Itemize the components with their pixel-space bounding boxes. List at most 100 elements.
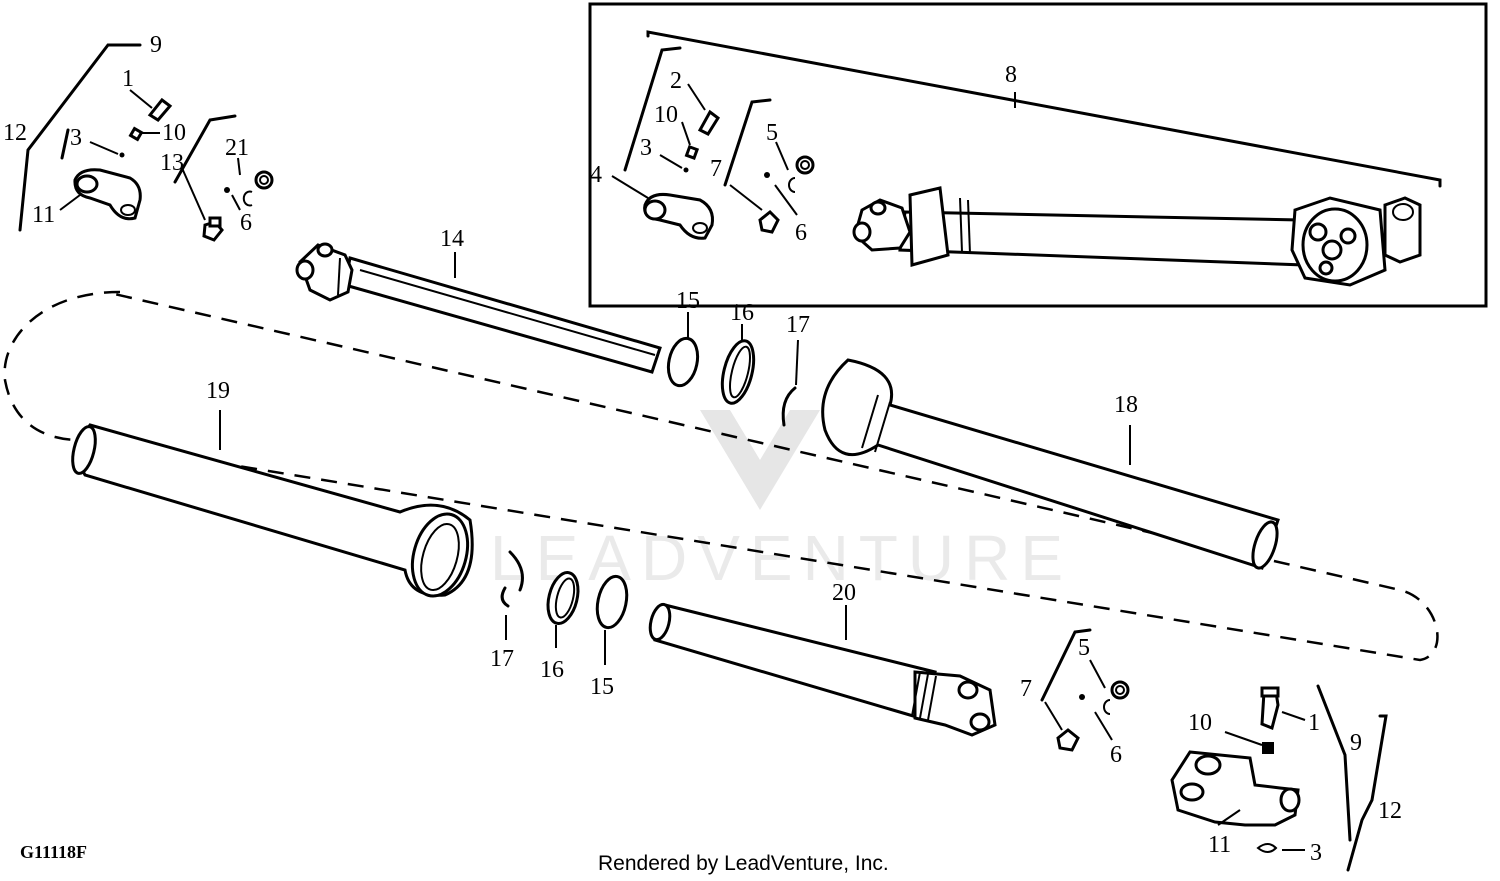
leader-21-top xyxy=(237,157,241,176)
bearing-cup-5-bottom xyxy=(1110,680,1130,700)
callout-13-top: 13 xyxy=(160,150,184,176)
bearing-cup-5-box xyxy=(795,155,815,175)
grease-fitting-1-bottom xyxy=(1260,686,1280,731)
driveline-assembly-8 xyxy=(852,186,1422,287)
leader-10-bottom xyxy=(1224,731,1263,746)
callout-18: 18 xyxy=(1114,392,1138,418)
callout-6-bottom: 6 xyxy=(1110,742,1122,768)
callout-6-box: 6 xyxy=(795,220,807,246)
ring-15-lower xyxy=(595,574,629,630)
callout-7-bottom: 7 xyxy=(1020,676,1032,702)
callout-17-lower: 17 xyxy=(490,646,514,672)
callout-4-box: 4 xyxy=(590,162,602,188)
bearing-16-lower xyxy=(546,571,580,625)
callout-7-box: 7 xyxy=(710,156,722,182)
snap-ring-c-bottom xyxy=(1103,699,1111,715)
leader-11-top xyxy=(59,194,81,211)
pin-3-box xyxy=(683,167,689,173)
pin-6-bottom xyxy=(1079,694,1085,700)
cross-bearing-top xyxy=(202,216,224,242)
bracket-8 xyxy=(646,30,1442,188)
yoke-4-box xyxy=(643,193,714,240)
callout-12-bottom: 12 xyxy=(1378,798,1402,824)
bearing-16-upper xyxy=(720,339,756,405)
bracket-9-bottom xyxy=(1316,684,1352,842)
callout-5-bottom: 5 xyxy=(1078,635,1090,661)
leader-7-bottom xyxy=(1044,701,1063,731)
spring-10-top xyxy=(128,126,144,142)
bracket-7-bottom xyxy=(1040,628,1092,702)
pin-6-top xyxy=(224,187,230,193)
callout-1-top: 1 xyxy=(122,66,134,92)
shield-phantom-outline xyxy=(3,290,1439,662)
leader-3-box xyxy=(659,154,683,169)
bracket-12-top xyxy=(18,43,142,232)
leader-5-box xyxy=(775,141,789,171)
callout-21-top: 21 xyxy=(225,135,249,161)
leader-10-box xyxy=(681,121,691,146)
leader-7-box xyxy=(729,184,763,211)
shield-cone-19 xyxy=(71,423,474,598)
leader-5-bottom xyxy=(1089,659,1106,689)
callout-15-upper: 15 xyxy=(676,288,700,314)
callout-5-box: 5 xyxy=(766,120,778,146)
figure-code: G11118F xyxy=(20,842,87,862)
bearing-cup-21-top xyxy=(254,170,274,190)
snap-ring-c-top xyxy=(242,190,253,207)
pin-3-top xyxy=(119,152,125,158)
bracket-4-box xyxy=(623,46,682,172)
callout-11-top: 11 xyxy=(32,202,55,228)
callout-12-top: 12 xyxy=(3,120,27,146)
inner-tube-20 xyxy=(648,602,997,737)
spring-10-bottom xyxy=(1262,742,1274,754)
leader-4-box xyxy=(611,175,649,199)
callout-11-bottom: 11 xyxy=(1208,832,1231,858)
assembly-8-box xyxy=(588,2,1488,308)
cross-bearing-bottom xyxy=(1056,728,1080,752)
leader-6-box xyxy=(774,184,798,216)
callout-3-box: 3 xyxy=(640,135,652,161)
callout-15-lower: 15 xyxy=(590,674,614,700)
snap-clip-3-bottom xyxy=(1256,843,1278,853)
spring-10-box xyxy=(684,144,700,160)
snap-ring-17-lower xyxy=(500,550,524,608)
callout-17-upper: 17 xyxy=(786,312,810,338)
leader-3-top xyxy=(89,141,119,155)
pin-6-box xyxy=(764,172,770,178)
bracket-13-top xyxy=(173,114,237,184)
grease-fitting-2-box xyxy=(697,109,721,136)
yoke-11-top xyxy=(73,168,142,221)
callout-9-top: 9 xyxy=(150,32,162,58)
callout-6-top: 6 xyxy=(240,210,252,236)
callout-1-bottom: 1 xyxy=(1308,710,1320,736)
inner-shaft-14 xyxy=(295,242,662,374)
snap-ring-c-box xyxy=(788,177,796,193)
yoke-11-bottom xyxy=(1170,750,1301,827)
callout-3-top: 3 xyxy=(70,125,82,151)
ring-15-upper xyxy=(666,336,700,388)
cross-bearing-box xyxy=(758,209,780,234)
callout-8: 8 xyxy=(1005,62,1017,88)
footer-credit: Rendered by LeadVenture, Inc. xyxy=(598,852,889,875)
callout-10-box: 10 xyxy=(654,102,678,128)
leader-1-top xyxy=(129,89,153,109)
shield-cone-18 xyxy=(821,358,1280,570)
watermark-logo xyxy=(700,410,820,510)
bracket-7-box xyxy=(723,98,772,187)
callout-2-box: 2 xyxy=(670,68,682,94)
snap-ring-17-upper xyxy=(781,386,797,427)
leader-2-box xyxy=(687,83,706,111)
callout-10-top: 10 xyxy=(162,120,186,146)
leader-6-top xyxy=(231,194,241,211)
callout-16-lower: 16 xyxy=(540,657,564,683)
callout-10-bottom: 10 xyxy=(1188,710,1212,736)
leader-13-top xyxy=(181,167,206,221)
callout-9-bottom: 9 xyxy=(1350,730,1362,756)
callout-19: 19 xyxy=(206,378,230,404)
leader-6-bottom xyxy=(1094,711,1113,741)
bracket-12-bottom xyxy=(1346,714,1388,872)
leader-1-bottom xyxy=(1281,711,1306,721)
grease-fitting-1-top xyxy=(147,97,173,122)
callout-3-bottom: 3 xyxy=(1310,840,1322,866)
